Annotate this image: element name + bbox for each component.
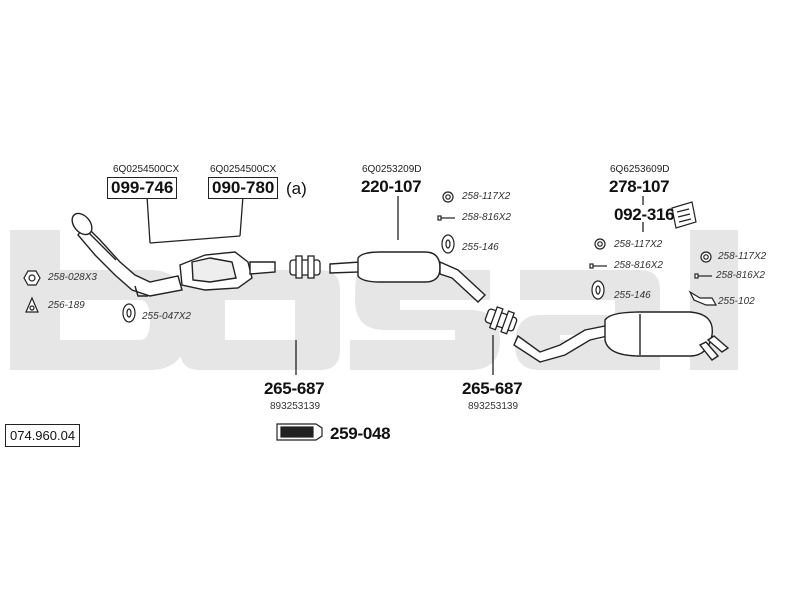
hardware-258-117x2-c[interactable]: 258-117X2: [718, 251, 767, 262]
tailpipe-2: [706, 335, 730, 353]
gasket-triangle-icon: [25, 296, 39, 313]
bolt-icon-b: [589, 263, 607, 269]
ring-icon-b: [594, 238, 606, 250]
watermark-letter-o: [180, 270, 340, 370]
rear-section: [513, 311, 730, 363]
middle-inlet-pipe: [329, 261, 361, 274]
watermark-letter-b: [10, 230, 190, 370]
sub-number-893253139-b: 893253139: [468, 401, 519, 412]
hardware-icons: bosal: [23, 191, 718, 441]
leader-099-746: [146, 195, 151, 244]
hardware-256-189[interactable]: 256-189: [48, 300, 85, 311]
heat-shield-icon: [671, 201, 697, 229]
hardware-255-146-b[interactable]: 255-146: [614, 290, 651, 301]
part-number-259-048[interactable]: 259-048: [330, 424, 391, 443]
part-number-278-107[interactable]: 278-107: [609, 177, 670, 196]
oem-number-cat-1: 6Q0254500CX: [113, 164, 180, 175]
tube-brand-text: bosal: [289, 430, 306, 437]
middle-silencer: [357, 251, 441, 283]
part-number-090-780[interactable]: 090-780: [208, 177, 279, 199]
cat-outlet-pipe: [249, 261, 276, 275]
middle-section: [329, 251, 487, 303]
bolt-icon-a: [437, 215, 455, 221]
rubber-mount-icon-c: [591, 280, 605, 300]
ring-icon-a: [442, 191, 454, 203]
diagram-lines: [146, 195, 644, 375]
nut-icon: [23, 270, 41, 286]
hardware-258-028x3[interactable]: 258-028X3: [48, 272, 97, 283]
oem-number-front-pipe: 6Q0253209D: [362, 164, 422, 175]
middle-outlet-pipe: [439, 260, 487, 303]
leader-090-780: [239, 195, 244, 237]
part-number-099-746[interactable]: 099-746: [107, 177, 178, 199]
pipe-bracket: [134, 285, 148, 297]
clamp-265-687-a: [289, 255, 321, 279]
part-number-265-687-a[interactable]: 265-687: [264, 379, 325, 398]
hardware-258-117x2-b[interactable]: 258-117X2: [614, 239, 663, 250]
hardware-258-117x2-a[interactable]: 258-117X2: [462, 191, 511, 202]
front-pipe-catalyst: [71, 212, 276, 297]
rubber-mount-icon-a: [122, 303, 136, 323]
bolt-icon-c: [694, 273, 712, 279]
leader-cat-bridge: [149, 235, 241, 244]
tailpipe-1: [698, 341, 720, 361]
rubber-mount-icon-b: [441, 234, 455, 254]
hardware-258-816x2-a[interactable]: 258-816X2: [462, 212, 511, 223]
hardware-255-146-a[interactable]: 255-146: [462, 242, 499, 253]
hardware-258-816x2-b[interactable]: 258-816X2: [614, 260, 663, 271]
part-number-090-780-suffix: (a): [286, 179, 307, 198]
hardware-255-047x2[interactable]: 255-047X2: [142, 311, 191, 322]
rear-silencer: [604, 311, 714, 357]
ring-icon-c: [700, 251, 712, 263]
bosal-paste-tube-icon: bosal: [276, 423, 323, 441]
part-number-265-687-b[interactable]: 265-687: [462, 379, 523, 398]
diagram-reference-number: 074.960.04: [5, 424, 81, 447]
catalyst-heatshield: [191, 257, 237, 283]
watermark-letter-s: [350, 270, 500, 370]
flex-joint: [87, 231, 117, 261]
part-number-092-316[interactable]: 092-316: [614, 205, 675, 224]
sub-number-893253139-a: 893253139: [270, 401, 321, 412]
part-number-220-107[interactable]: 220-107: [361, 177, 422, 196]
oem-number-rear-silencer: 6Q6253609D: [610, 164, 670, 175]
inlet-flange: [71, 212, 93, 236]
clamp-265-687-b: [484, 306, 518, 335]
hardware-258-816x2-c[interactable]: 258-816X2: [716, 270, 765, 281]
oem-number-cat-2: 6Q0254500CX: [210, 164, 277, 175]
bracket-icon: [688, 290, 718, 306]
hardware-255-102[interactable]: 255-102: [718, 296, 755, 307]
